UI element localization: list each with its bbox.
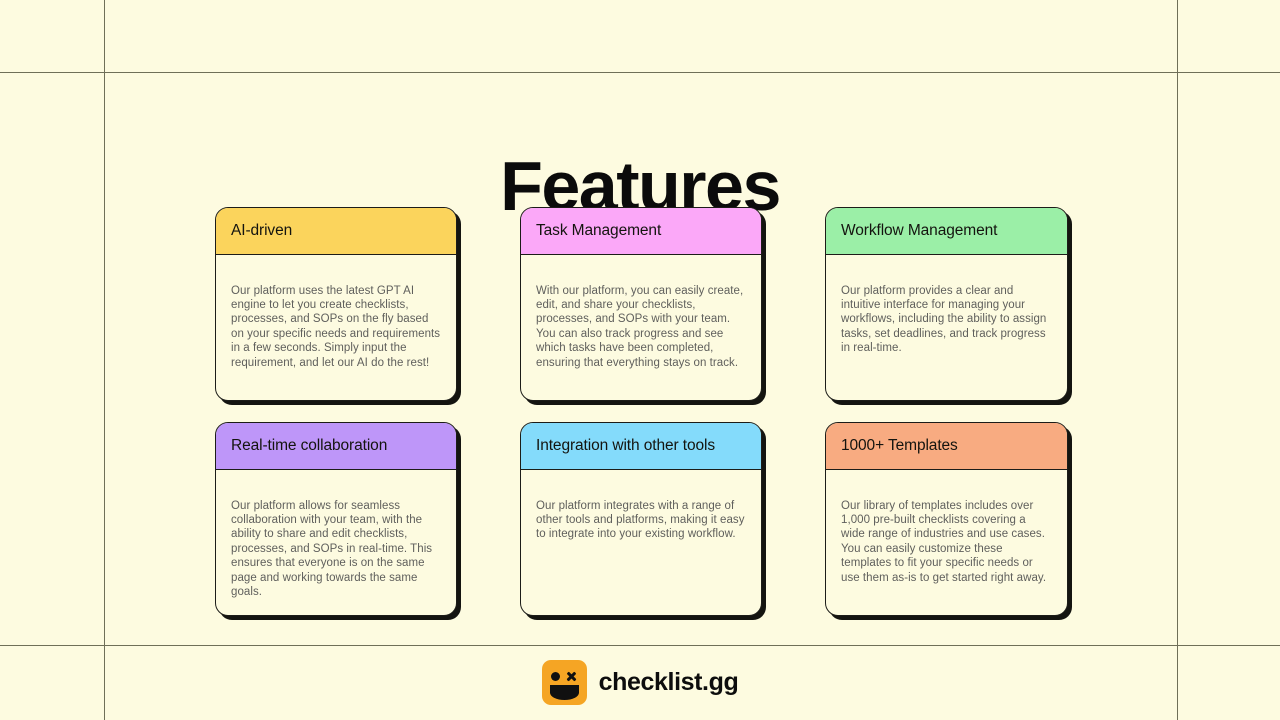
features-card-grid: AI-driven Our platform uses the latest G… [215,207,1068,616]
feature-card-description: Our library of templates includes over 1… [841,499,1047,584]
feature-card-integration-with-other-tools[interactable]: Integration with other tools Our platfor… [520,422,762,616]
layout-guide-left [104,0,105,720]
footer: checklist.gg [0,645,1280,720]
feature-card-body: Our library of templates includes over 1… [826,470,1067,585]
feature-card-title: Real-time collaboration [231,437,388,454]
feature-card-real-time-collaboration[interactable]: Real-time collaboration Our platform all… [215,422,457,616]
feature-card-header: AI-driven [216,208,456,255]
feature-card-title: Workflow Management [841,222,998,239]
feature-card-description: Our platform integrates with a range of … [536,499,745,541]
feature-card-description: Our platform uses the latest GPT AI engi… [231,284,441,369]
feature-card-description: Our platform allows for seamless collabo… [231,499,433,598]
layout-guide-top [0,72,1280,73]
feature-card-body: Our platform integrates with a range of … [521,470,761,542]
feature-card-header: 1000+ Templates [826,423,1067,470]
layout-guide-right [1177,0,1178,720]
brand-wordmark: checklist.gg [598,668,739,696]
feature-card-workflow-management[interactable]: Workflow Management Our platform provide… [825,207,1068,401]
feature-card-header: Task Management [521,208,761,255]
feature-card-ai-driven[interactable]: AI-driven Our platform uses the latest G… [215,207,457,401]
feature-card-header: Integration with other tools [521,423,761,470]
feature-card-templates[interactable]: 1000+ Templates Our library of templates… [825,422,1068,616]
feature-card-title: 1000+ Templates [841,437,958,454]
feature-card-title: Integration with other tools [536,437,715,454]
feature-card-header: Real-time collaboration [216,423,456,470]
logo-eye-dot-icon [550,672,560,681]
feature-card-description: With our platform, you can easily create… [536,284,744,369]
feature-card-body: Our platform uses the latest GPT AI engi… [216,255,456,370]
feature-card-body: Our platform allows for seamless collabo… [216,470,456,599]
smiley-face-logo-icon [541,660,587,705]
feature-card-body: With our platform, you can easily create… [521,255,761,370]
logo-smile-icon [549,685,579,700]
logo-eye-x-icon [566,671,577,682]
feature-card-body: Our platform provides a clear and intuit… [826,255,1067,356]
feature-card-description: Our platform provides a clear and intuit… [841,284,1047,355]
feature-card-task-management[interactable]: Task Management With our platform, you c… [520,207,762,401]
feature-card-title: Task Management [536,222,662,239]
feature-card-title: AI-driven [231,222,293,239]
feature-card-header: Workflow Management [826,208,1067,255]
